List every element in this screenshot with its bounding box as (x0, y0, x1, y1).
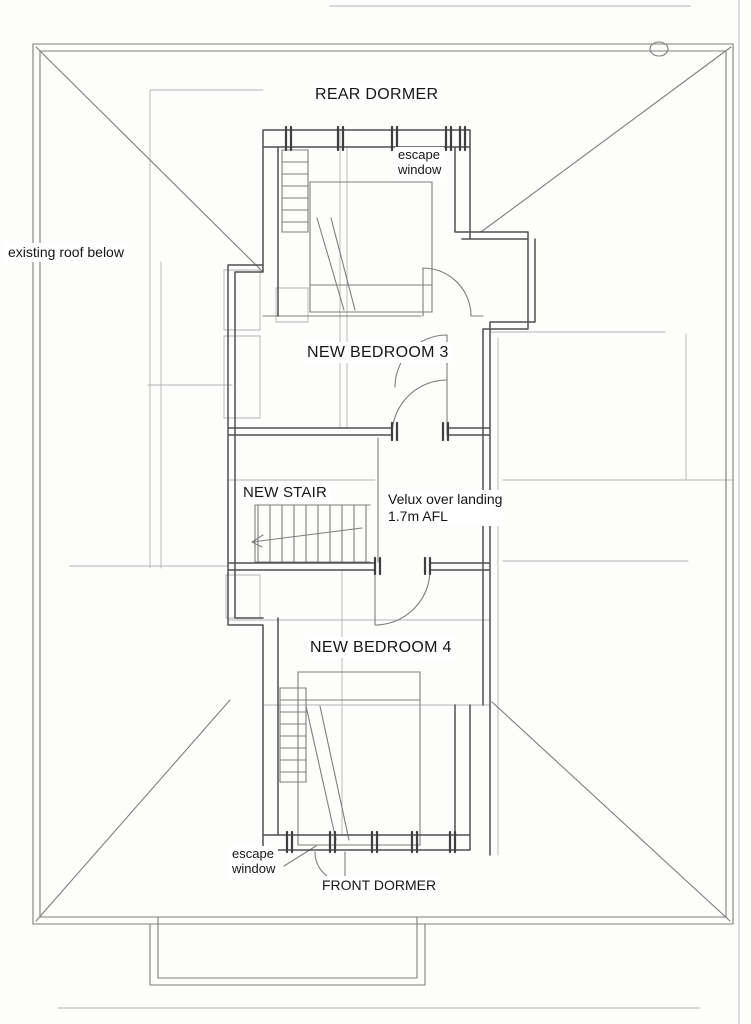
new-stair-label: NEW STAIR (240, 483, 331, 503)
rear-dormer-label: REAR DORMER (312, 84, 442, 106)
velux-label: Velux over landing 1.7m AFL (385, 490, 506, 526)
door-jambs (373, 421, 450, 576)
escape-window-rear-label: escape window (395, 147, 445, 179)
escape-window-front-label: escape window (229, 846, 279, 878)
front-dormer-windows (285, 830, 457, 854)
stair-direction-arrow (251, 527, 363, 548)
ladder-front (279, 687, 307, 783)
bedroom3-label: NEW BEDROOM 3 (304, 342, 452, 364)
existing-roof-label: existing roof below (5, 243, 127, 262)
stair-treads (254, 504, 371, 563)
bedroom4-label: NEW BEDROOM 4 (307, 637, 455, 659)
window-door-ticks (284, 125, 467, 854)
interior-linework (251, 149, 484, 883)
roof-outline (32, 41, 734, 986)
escape-window-leader (283, 845, 317, 867)
ladder-rear (281, 149, 309, 233)
hole-punch-mark (649, 41, 669, 57)
front-dormer-label: FRONT DORMER (319, 876, 440, 895)
structure-walls (227, 129, 536, 856)
bed-bedroom3 (309, 181, 433, 313)
construction-lines (57, 5, 734, 1009)
rear-dormer-windows (284, 125, 467, 152)
bed-bedroom4 (297, 671, 421, 846)
